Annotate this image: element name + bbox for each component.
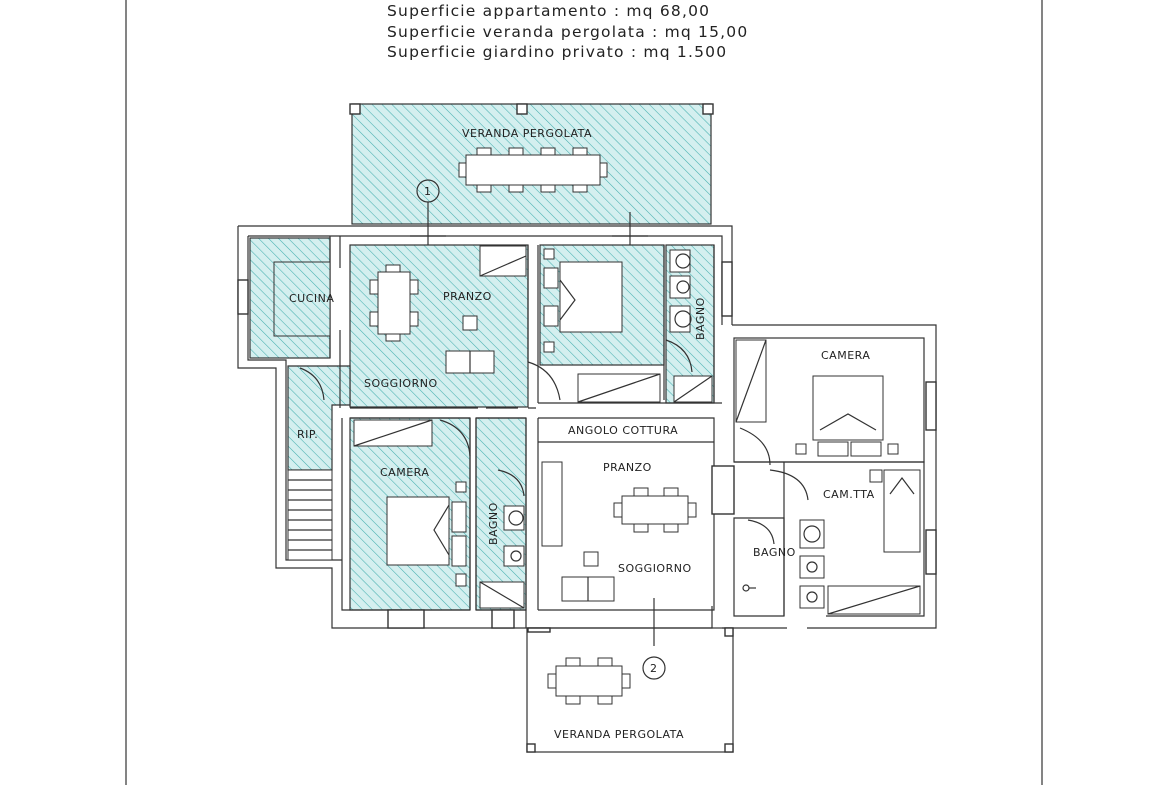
- room-label-soggiorno-bottom: SOGGIORNO: [618, 562, 692, 575]
- window: [237, 279, 249, 315]
- toilet: [799, 555, 825, 579]
- dining-table-veranda-top: [458, 147, 608, 193]
- window: [925, 381, 937, 431]
- toilet: [503, 545, 525, 567]
- room-label-rip: RIP.: [297, 428, 318, 441]
- room-label-pranzo-bottom: PRANZO: [603, 461, 652, 474]
- pillar: [724, 627, 734, 637]
- pillar: [526, 743, 536, 753]
- dining-table-bottom: [613, 487, 697, 533]
- pillar: [516, 103, 528, 115]
- header-line-garden: Superficie giardino privato : mq 1.500: [387, 43, 727, 61]
- unit-2: ANGOLO COTTURA PRANZO SOGGIORNO CAMERA: [526, 324, 937, 753]
- room-label-bagno-right: BAGNO: [753, 546, 796, 559]
- header-line-apartment: Superficie appartamento : mq 68,00: [387, 2, 710, 20]
- nightstand: [869, 469, 883, 483]
- single-bed: [883, 469, 921, 553]
- room-label-soggiorno-top: SOGGIORNO: [364, 377, 438, 390]
- sink: [503, 505, 525, 531]
- double-bed-top: [543, 248, 623, 353]
- pillar: [724, 743, 734, 753]
- counter: [541, 461, 563, 547]
- room-label-veranda-top: VERANDA PERGOLATA: [462, 127, 592, 140]
- dining-table-veranda-bottom: [547, 657, 631, 705]
- window: [925, 529, 937, 575]
- room-label-camera-left: CAMERA: [380, 466, 429, 479]
- room-label-angolo-cottura: ANGOLO COTTURA: [568, 424, 678, 437]
- window: [721, 261, 733, 317]
- double-bed-left: [386, 481, 467, 587]
- unit-marker-2-label: 2: [650, 662, 658, 675]
- bath-fixtures-top: [665, 249, 713, 403]
- room-label-veranda-bottom: VERANDA PERGOLATA: [554, 728, 684, 741]
- door-frame: [711, 465, 735, 515]
- coffee-table: [583, 551, 599, 567]
- unit-1: CUCINA PRANZO SOGGIORNO: [237, 225, 733, 629]
- room-label-cucina: CUCINA: [289, 292, 334, 305]
- pillar: [349, 103, 361, 115]
- storage-area: [287, 365, 351, 471]
- double-bed-right: [795, 375, 899, 457]
- window: [387, 609, 425, 629]
- bidet: [799, 585, 825, 609]
- room-label-pranzo-top: PRANZO: [443, 290, 492, 303]
- window: [491, 609, 515, 629]
- pillar: [702, 103, 714, 115]
- stairs: [287, 469, 333, 561]
- dining-table-top: [369, 264, 419, 342]
- room-label-camera-right: CAMERA: [821, 349, 870, 362]
- kitchen-counter: [273, 261, 331, 337]
- header-line-veranda: Superficie veranda pergolata : mq 15,00: [387, 23, 748, 41]
- room-label-bagno-left: BAGNO: [487, 502, 500, 545]
- coffee-table: [462, 315, 478, 331]
- wardrobe: [479, 245, 527, 277]
- veranda-top: VERANDA PERGOLATA 1: [349, 103, 714, 258]
- room-label-camtta: CAM.TTA: [823, 488, 875, 501]
- header: Superficie appartamento : mq 68,00 Super…: [387, 2, 748, 61]
- unit-marker-2: [642, 656, 666, 680]
- veranda-bottom-area: [526, 627, 734, 753]
- room-label-bagno-top-right: BAGNO: [694, 297, 707, 340]
- unit-marker-1-label: 1: [424, 185, 432, 198]
